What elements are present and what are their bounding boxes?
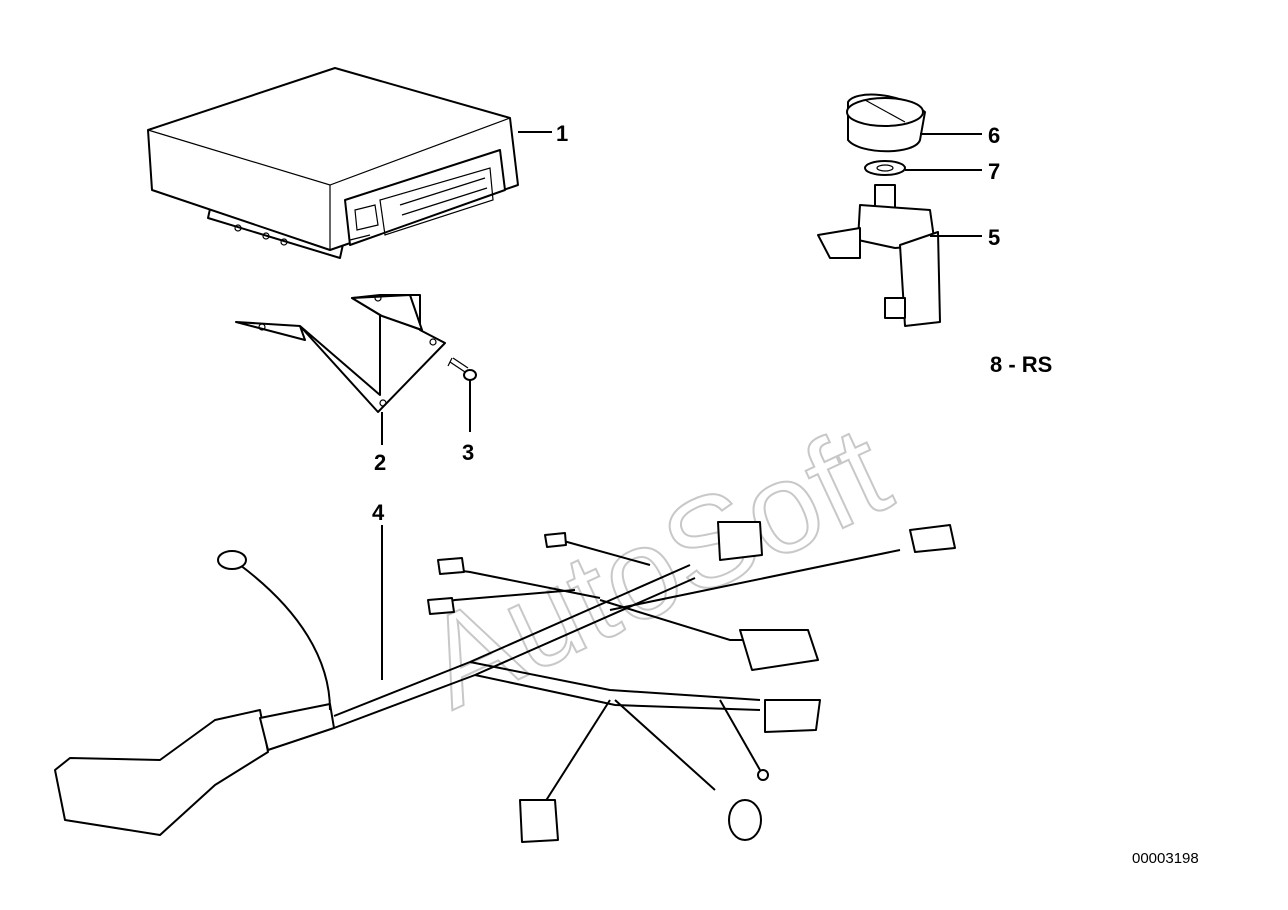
callout-6-label: 6 [988,123,1000,148]
wiring-harness-part[interactable] [54,521,956,843]
bracket-part[interactable] [235,294,446,413]
screw-part[interactable] [447,357,477,381]
leader-lines [381,131,982,680]
callout-1-label: 1 [556,121,568,146]
callout-8-label: 8 - RS [990,352,1052,377]
nut-part[interactable] [864,160,906,176]
callout-5-label: 5 [988,225,1000,250]
watermark-text: AutoSoft [404,399,909,736]
callout-7-label: 7 [988,159,1000,184]
callout-2-label: 2 [374,450,386,475]
diagram-code-label: 00003198 [1132,850,1199,867]
callout-3-label: 3 [462,440,474,465]
switch-part[interactable] [817,184,941,327]
knob-part[interactable] [846,93,926,153]
control-unit-part[interactable] [147,67,519,259]
callout-4-label: 4 [372,500,385,525]
